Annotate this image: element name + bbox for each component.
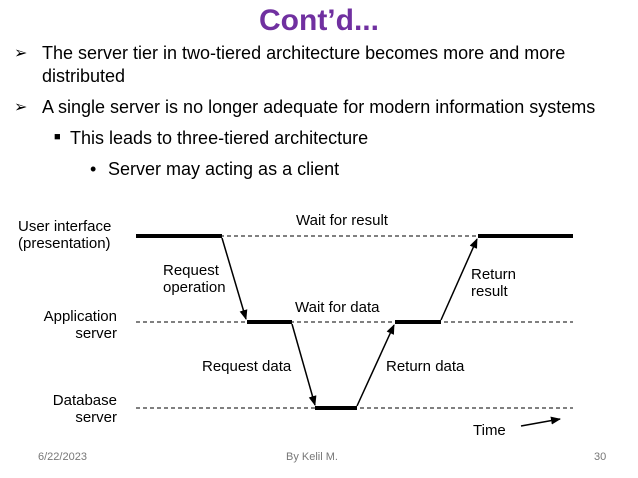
time-label: Time — [473, 422, 506, 439]
arrow-bullet-icon: ➢ — [14, 45, 28, 62]
return-data-label: Return data — [386, 358, 465, 375]
wait-for-data-label: Wait for data — [295, 299, 380, 316]
bullet-text: The server tier in two-tiered architectu… — [42, 43, 566, 86]
request-operation-label-sub: operation — [163, 279, 226, 296]
bullet-list: ➢ The server tier in two-tiered architec… — [14, 42, 624, 181]
three-tier-timing-diagram: User interface (presentation) Applicatio… — [18, 212, 573, 439]
request-operation-arrow — [221, 237, 248, 320]
lane-label-user-interface-sub: (presentation) — [18, 235, 111, 252]
request-data-arrow — [291, 323, 317, 406]
dot-bullet-icon: • — [90, 159, 97, 179]
footer-author: By Kelil M. — [286, 451, 338, 463]
sub-sub-bullet-item: • Server may acting as a client — [14, 158, 624, 181]
bullet-item: ➢ The server tier in two-tiered architec… — [14, 42, 624, 88]
lane-label-application-sub: server — [75, 325, 117, 342]
request-operation-label: Request — [163, 262, 220, 279]
bullet-item: ➢ A single server is no longer adequate … — [14, 96, 624, 119]
lane-label-user-interface: User interface — [18, 218, 111, 235]
lane-label-database: Database — [53, 392, 117, 409]
bullet-text: Server may acting as a client — [108, 159, 340, 179]
return-result-label: Return — [471, 266, 516, 283]
time-arrow-icon — [520, 416, 561, 427]
lane-label-database-sub: server — [75, 409, 117, 426]
square-bullet-icon: ■ — [54, 131, 61, 143]
bullet-text: This leads to three-tiered architecture — [70, 128, 369, 148]
slide-title: Cont’d... — [259, 4, 379, 37]
sub-bullet-item: ■ This leads to three-tiered architectur… — [14, 127, 624, 150]
return-result-label-sub: result — [471, 283, 509, 300]
return-result-arrow — [440, 238, 478, 321]
request-data-label: Request data — [202, 358, 292, 375]
return-data-arrow — [356, 324, 395, 407]
footer-page-number: 30 — [594, 451, 607, 463]
lane-label-application: Application — [44, 308, 117, 325]
footer-date: 6/22/2023 — [38, 451, 87, 463]
arrow-bullet-icon: ➢ — [14, 99, 28, 116]
bullet-text: A single server is no longer adequate fo… — [42, 97, 596, 117]
wait-for-result-label: Wait for result — [296, 212, 389, 229]
